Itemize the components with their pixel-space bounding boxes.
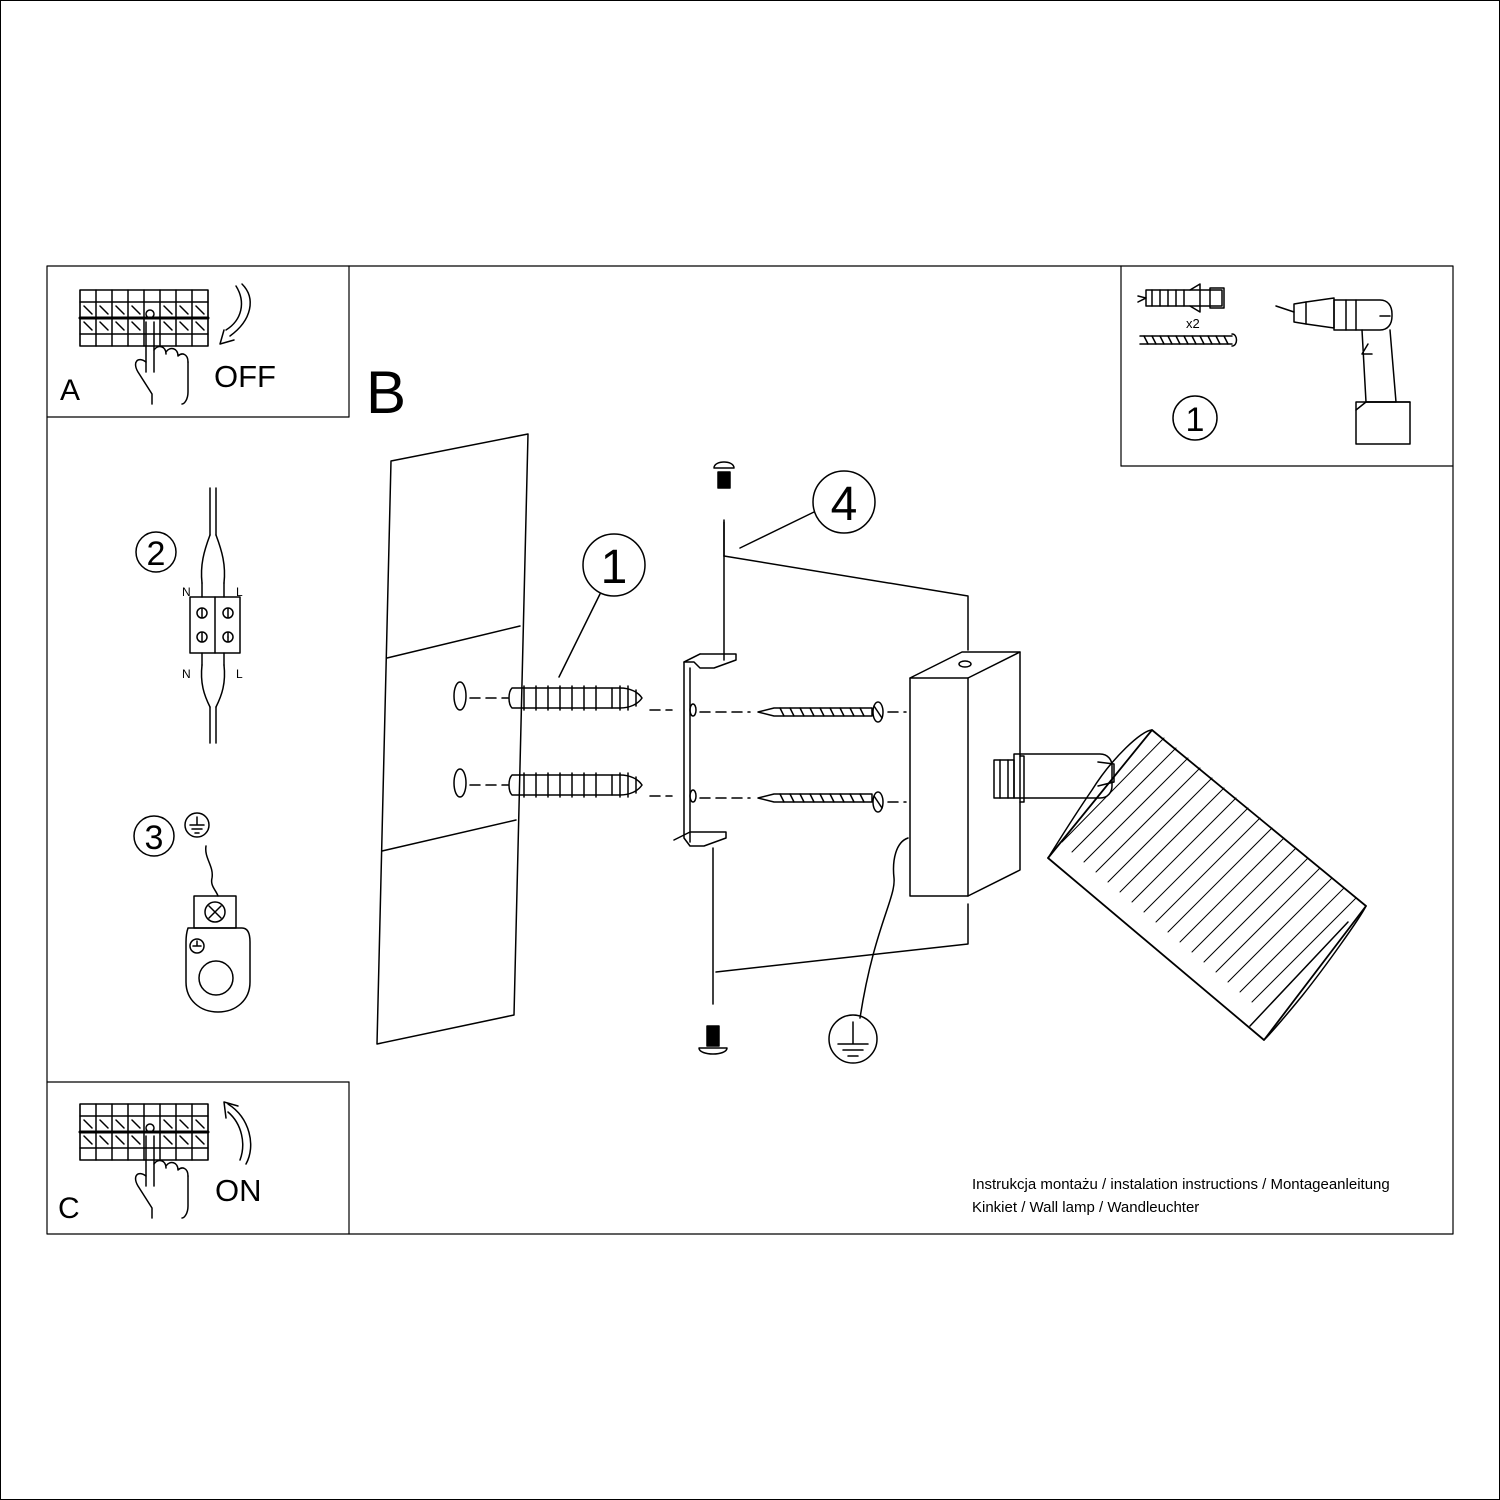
wiring-step-number: 2	[147, 535, 166, 573]
callout-mount-plate-number: 4	[831, 478, 858, 531]
panel-a-letter: A	[60, 374, 80, 407]
bracket-screw-bottom	[698, 847, 728, 1055]
tools-step-number: 1	[1186, 401, 1205, 439]
off-label: OFF	[214, 359, 276, 394]
frame	[46, 265, 1454, 1235]
lamp-arm	[993, 753, 1115, 803]
panel-a-breaker-off: A OFF	[60, 283, 276, 407]
drill-icon	[1275, 297, 1411, 445]
live-label-top: L	[236, 585, 243, 599]
neutral-label-bottom: N	[182, 667, 191, 681]
lamp-base	[715, 519, 1021, 973]
earth-terminal-icon	[185, 895, 251, 1013]
on-label: ON	[215, 1173, 262, 1208]
callout-dowel-number: 1	[601, 541, 628, 594]
bracket-screw-top	[713, 461, 735, 661]
ground-symbol-icon	[828, 837, 909, 1064]
callout-mount-plate: 4	[739, 470, 876, 549]
breaker-box-icon	[78, 1103, 210, 1161]
terminal-block-icon	[189, 487, 241, 744]
wall-plug-icon	[1137, 283, 1225, 313]
screw-icon	[1139, 333, 1238, 347]
callout-dowel: 1	[558, 533, 646, 678]
ground-symbol-icon	[184, 812, 210, 838]
wood-screw-icon	[757, 701, 907, 723]
wiring-step: 2 N L N L	[135, 487, 243, 744]
tools-panel: x2 1	[1137, 283, 1411, 445]
hand-icon	[134, 1123, 189, 1219]
dowel-icon	[508, 772, 643, 798]
lamp-shade	[1047, 729, 1367, 1041]
quantity-label: x2	[1186, 316, 1200, 331]
footer-line-2: Kinkiet / Wall lamp / Wandleuchter	[972, 1199, 1199, 1216]
wood-screw-icon	[757, 791, 907, 813]
earth-step-number: 3	[145, 819, 164, 857]
dowel-icon	[508, 685, 643, 711]
live-label-bottom: L	[236, 667, 243, 681]
panel-b-letter: B	[366, 359, 406, 426]
arrow-down-icon	[219, 283, 251, 345]
mounting-bracket	[673, 653, 751, 847]
breaker-box-icon	[78, 289, 210, 347]
wall-illustration	[376, 433, 529, 1045]
hand-icon	[134, 309, 189, 405]
wall-dowels	[453, 681, 673, 798]
earth-step: 3	[133, 812, 251, 1013]
neutral-label-top: N	[182, 585, 191, 599]
arrow-up-icon	[223, 1101, 252, 1165]
panel-c-letter: C	[58, 1192, 80, 1225]
footer-line-1: Instrukcja montażu / instalation instruc…	[972, 1176, 1390, 1193]
panel-c-breaker-on: C ON	[58, 1101, 262, 1225]
